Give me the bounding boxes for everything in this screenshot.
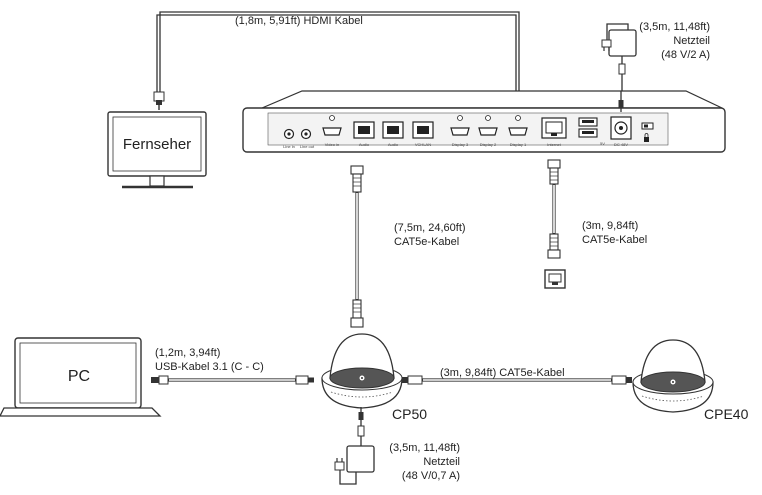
port-label-video-in: Video in (325, 142, 339, 147)
psu-top-rating: (48 V/2 A) (661, 49, 710, 61)
psu-top-name: Netzteil (673, 35, 710, 47)
dc-in-port (610, 116, 632, 140)
cat5e-cable-long (350, 165, 364, 328)
laptop-icon (0, 337, 162, 417)
port-label-5v: 5V (600, 141, 605, 146)
video-in-port (322, 115, 342, 136)
lock-icon (641, 122, 654, 142)
display-2-port (478, 115, 498, 136)
cat5e-internet-length: (3m, 9,84ft) (582, 220, 638, 232)
pc-label: PC (68, 368, 90, 385)
cat5e-long-name: CAT5e-Kabel (394, 236, 459, 248)
port-label-display-3: Display 3 (452, 142, 469, 147)
port-label-display-1: Display 1 (510, 142, 527, 147)
line-out-port (300, 128, 312, 140)
port-label-internet: Internet (547, 142, 561, 147)
internet-port (541, 117, 567, 139)
display-3-port (450, 115, 470, 136)
port-label-audio-2: Audio (388, 142, 399, 147)
cpe40-label: CPE40 (704, 406, 749, 422)
usb-c-cable (151, 375, 314, 385)
line-in-port (283, 128, 295, 140)
cpe40-microphone (632, 339, 714, 413)
cp50-label: CP50 (392, 406, 427, 422)
psu-top-length: (3,5m, 11,48ft) (639, 21, 710, 33)
tv-label: Fernseher (123, 136, 191, 153)
network-socket-icon (544, 269, 566, 289)
usb-cable-name: USB-Kabel 3.1 (C - C) (155, 361, 264, 373)
port-label-dc: DC 48V (614, 142, 628, 147)
power-adapter-bottom (334, 407, 375, 485)
cat5e-long-length: (7,5m, 24,60ft) (394, 222, 466, 234)
psu-bottom-length: (3,5m, 11,48ft) (389, 442, 460, 454)
hdmi-cable-label: (1,8m, 5,91ft) HDMI Kabel (235, 15, 363, 27)
psu-bottom-name: Netzteil (423, 456, 460, 468)
psu-bottom-rating: (48 V/0,7 A) (402, 470, 460, 482)
port-label-line-in: Line in (283, 144, 295, 149)
port-label-vchlan: VCHLAN (415, 142, 431, 147)
cp50-speakerphone (321, 333, 403, 409)
usb-ports (578, 117, 598, 138)
vchlan-port (412, 121, 434, 139)
display-1-port (508, 115, 528, 136)
tv-icon (107, 111, 207, 189)
port-label-line-out: Line out (300, 144, 315, 149)
cat5e-internet-name: CAT5e-Kabel (582, 234, 647, 246)
power-adapter-top (601, 23, 637, 112)
audio-port-1 (353, 121, 375, 139)
port-label-display-2: Display 2 (480, 142, 497, 147)
audio-port-2 (382, 121, 404, 139)
cat5e-cable-mic (402, 375, 632, 385)
port-label-audio-1: Audio (359, 142, 370, 147)
hub-device: Line in Line out Video in Audio Audio VC… (242, 90, 726, 153)
cat5e-mic-label: (3m, 9,84ft) CAT5e-Kabel (440, 367, 565, 379)
cat5e-cable-internet (547, 159, 561, 259)
usb-cable-length: (1,2m, 3,94ft) (155, 347, 220, 359)
